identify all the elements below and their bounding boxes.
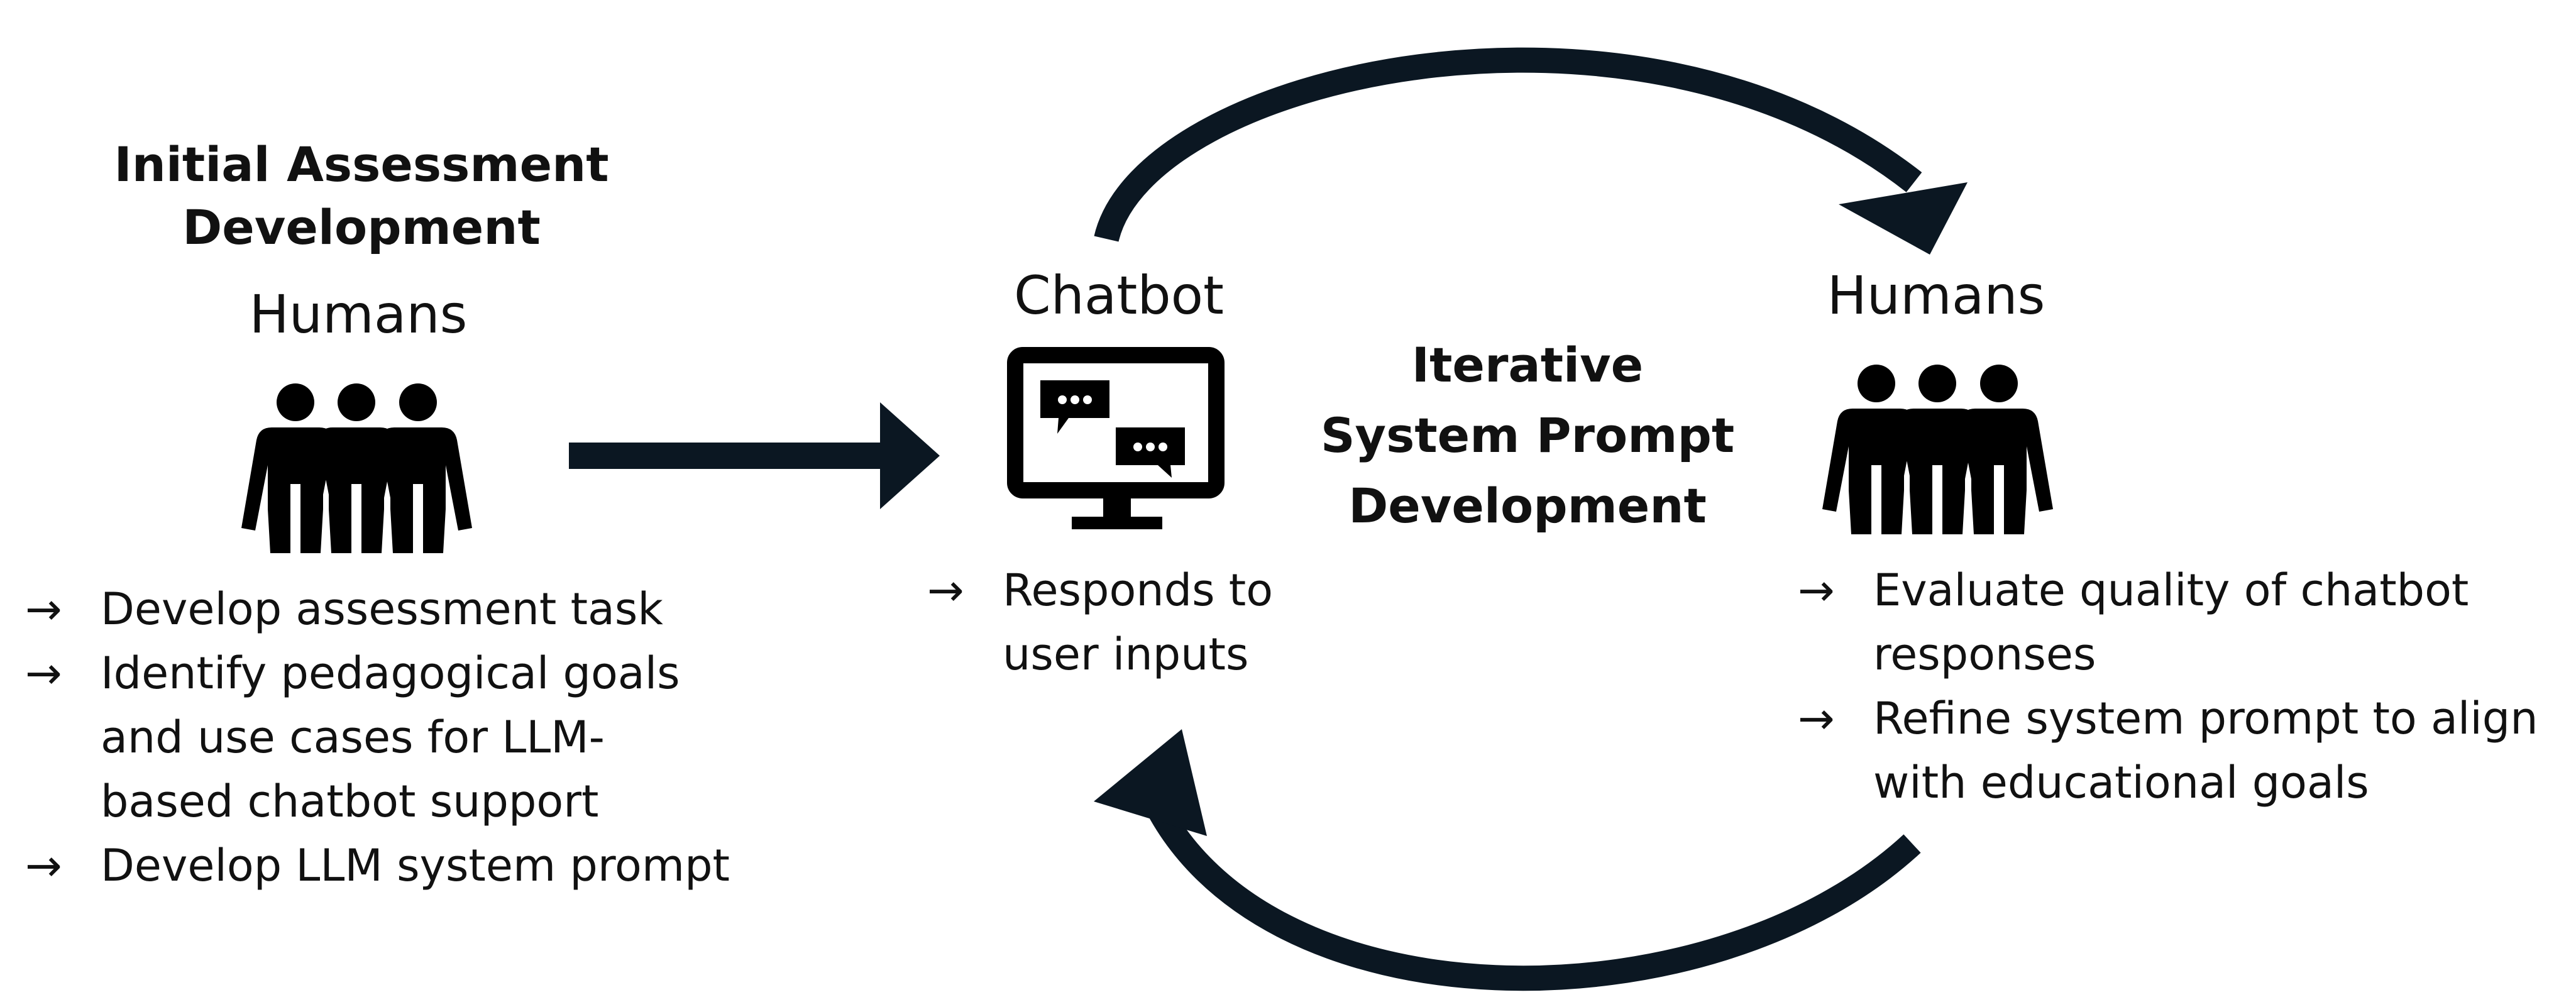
people-icon-right xyxy=(1822,365,2053,534)
top-loop-arrowhead xyxy=(1839,182,1968,255)
arrow-bullet-icon: → xyxy=(25,647,62,699)
title-line: Iterative xyxy=(1411,337,1644,393)
list-item: → Refine system prompt to align with edu… xyxy=(1798,686,2538,815)
bottom-loop-arrowhead xyxy=(1094,729,1207,836)
list-item-line: with educational goals xyxy=(1873,757,2369,808)
title-line: Initial Assessment xyxy=(114,136,609,192)
list-item-line: user inputs xyxy=(1003,629,1249,680)
top-loop-arrow xyxy=(1094,47,1922,243)
list-item: → Identify pedagogical goals and use cas… xyxy=(25,641,730,834)
list-item-line: based chatbot support xyxy=(101,776,599,827)
list-item: → Develop assessment task xyxy=(25,577,730,641)
center-actor-label: Chatbot xyxy=(1014,265,1224,326)
forward-arrow-shaft xyxy=(569,443,896,469)
arrow-bullet-icon: → xyxy=(927,564,964,616)
chatbot-monitor-icon xyxy=(1007,347,1225,529)
arrow-bullet-icon: → xyxy=(1798,564,1835,616)
list-item: → Responds to user inputs xyxy=(927,558,1273,686)
right-task-list: → Evaluate quality of chatbot responses … xyxy=(1798,558,2538,815)
chat-bubble-icon xyxy=(1040,380,1109,434)
list-item-line: Develop LLM system prompt xyxy=(101,840,730,891)
list-item-line: Refine system prompt to align xyxy=(1873,693,2538,744)
initial-assessment-title: Initial Assessment Development xyxy=(69,133,654,259)
chat-bubble-icon xyxy=(1116,427,1185,478)
arrow-bullet-icon: → xyxy=(25,840,62,891)
center-task-list: → Responds to user inputs xyxy=(927,558,1273,686)
title-line: Development xyxy=(1348,478,1707,534)
arrow-bullet-icon: → xyxy=(25,583,62,635)
bottom-loop-arrow xyxy=(1138,786,1921,991)
title-line: System Prompt xyxy=(1320,407,1735,463)
right-actor-label: Humans xyxy=(1827,265,2045,326)
list-item-line: and use cases for LLM- xyxy=(101,712,605,763)
list-item-line: responses xyxy=(1873,629,2096,680)
left-actor-label: Humans xyxy=(249,283,468,345)
list-item-line: Responds to xyxy=(1003,564,1274,616)
list-item-line: Identify pedagogical goals xyxy=(101,647,680,699)
list-item-line: Evaluate quality of chatbot xyxy=(1873,564,2469,616)
iterative-development-title: Iterative System Prompt Development xyxy=(1276,330,1779,541)
list-item: → Develop LLM system prompt xyxy=(25,834,730,898)
list-item: → Evaluate quality of chatbot responses xyxy=(1798,558,2538,686)
title-line: Development xyxy=(182,199,541,255)
people-icon-left xyxy=(241,383,472,553)
arrow-bullet-icon: → xyxy=(1798,693,1835,744)
forward-arrow-head xyxy=(880,402,940,509)
list-item-line: Develop assessment task xyxy=(101,583,663,635)
left-task-list: → Develop assessment task → Identify ped… xyxy=(25,577,730,898)
